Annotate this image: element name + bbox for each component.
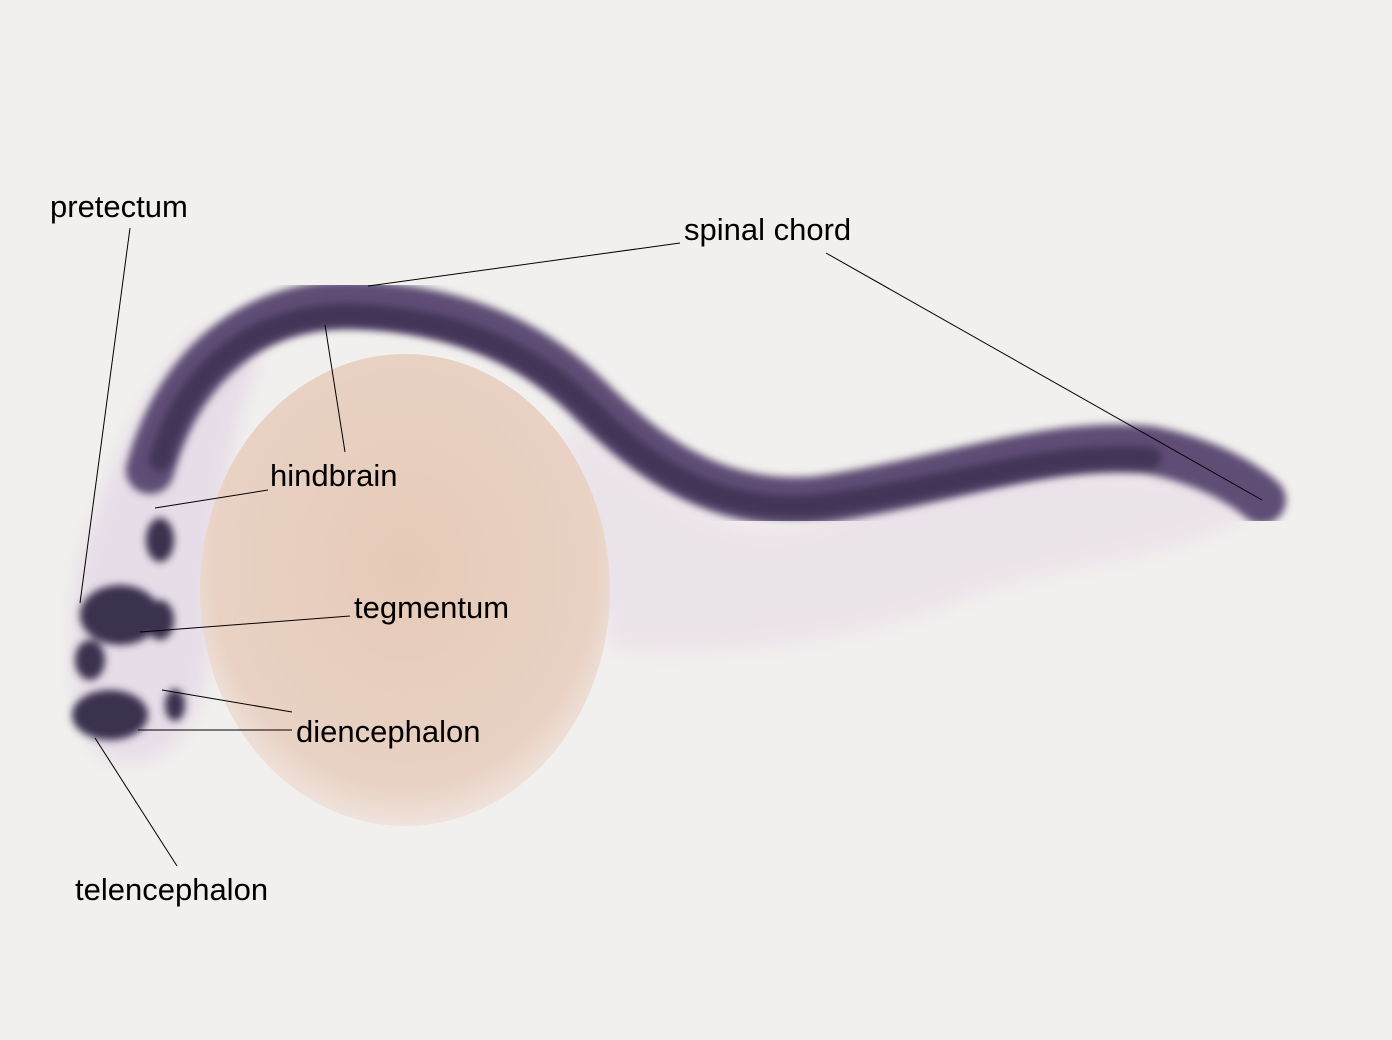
head-stain — [72, 518, 185, 740]
neural-tube-core — [149, 303, 1161, 518]
tail-tissue — [560, 420, 1270, 653]
yolk — [200, 354, 610, 826]
label-pretectum: pretectum — [50, 189, 188, 224]
label-hindbrain: hindbrain — [270, 458, 398, 493]
label-tegmentum: tegmentum — [354, 590, 510, 625]
label-spinal-chord: spinal chord — [684, 212, 852, 247]
label-telencephalon: telencephalon — [75, 872, 269, 907]
leader-lines — [79, 227, 1263, 867]
label-diencephalon: diencephalon — [296, 714, 481, 749]
